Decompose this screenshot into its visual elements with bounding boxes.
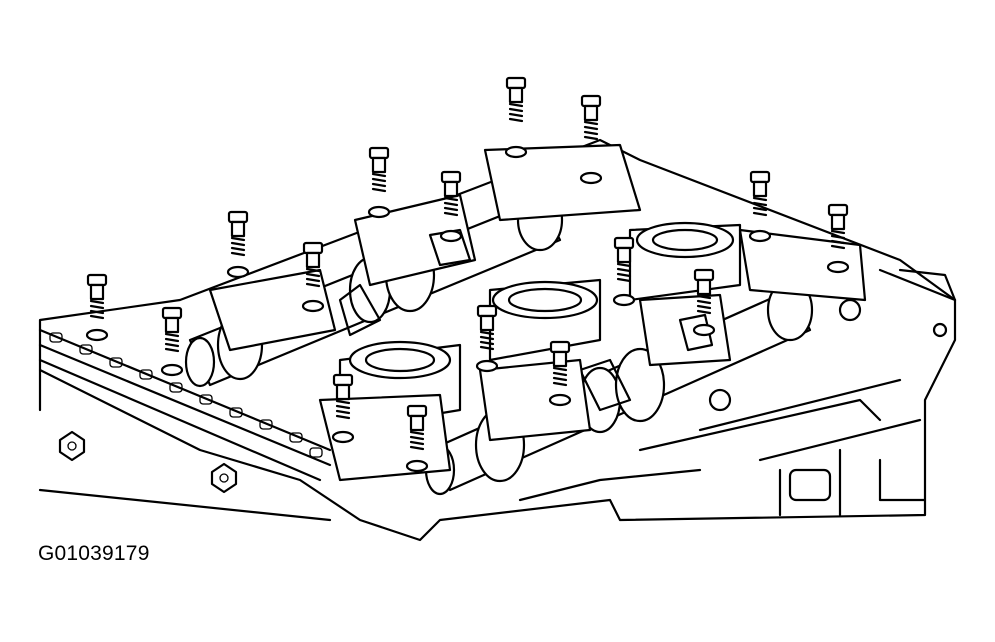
bolt-13: [475, 304, 499, 373]
bolt-11: [612, 236, 636, 307]
bolt-16: [405, 404, 429, 473]
bolt-4: [301, 241, 325, 313]
bolt-15: [331, 373, 355, 444]
bolt-2: [160, 306, 184, 377]
spark-plug-tube-3: [628, 221, 742, 302]
bolt-8: [579, 94, 603, 185]
intake-bearing-caps: [208, 143, 867, 352]
bolt-9: [748, 170, 772, 243]
bolt-3: [226, 210, 250, 279]
bolt-1: [85, 273, 109, 342]
bolt-7: [504, 76, 528, 159]
head-side-bolt-2: [210, 462, 238, 494]
bolt-5: [367, 146, 391, 219]
bolt-10: [826, 203, 850, 274]
bolt-14: [548, 340, 572, 407]
timing-chain: [38, 328, 332, 482]
bolt-6: [439, 170, 463, 243]
bolt-12: [692, 268, 716, 337]
figure-code: G01039179: [38, 542, 150, 565]
head-side-bolt-1: [58, 430, 86, 462]
bearing-cap-bolts: [85, 76, 850, 473]
spark-plug-tube-2: [488, 278, 602, 362]
